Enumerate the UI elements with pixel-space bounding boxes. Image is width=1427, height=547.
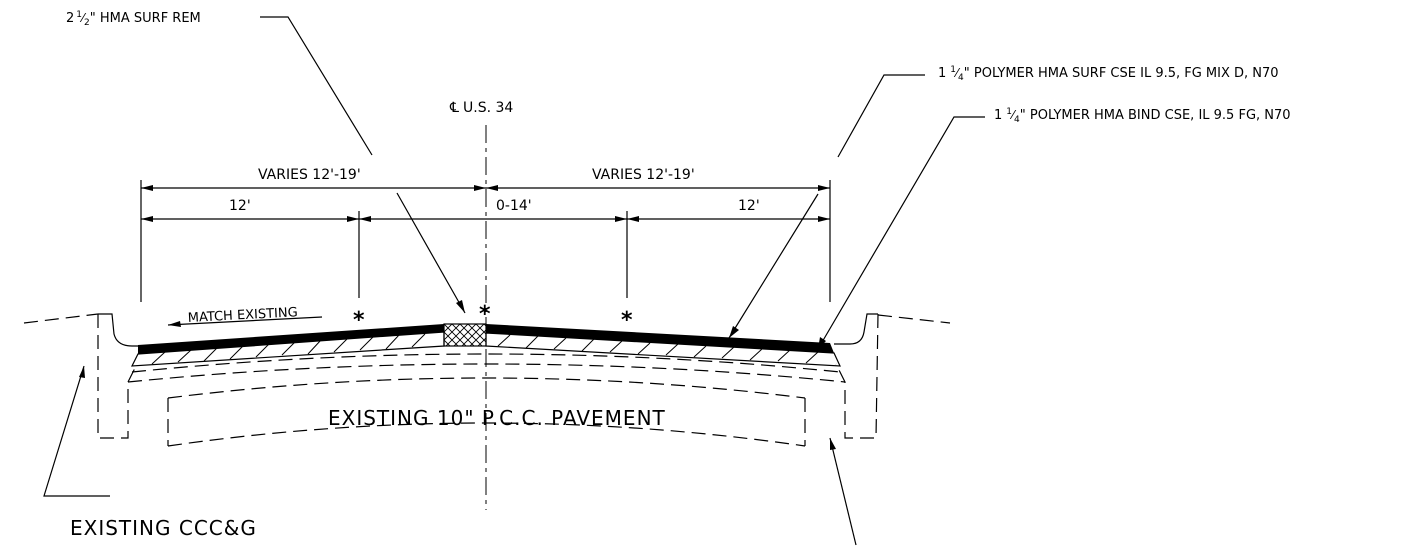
svg-text:11⁄4" POLYMER HMA SURF CSE IL: 11⁄4" POLYMER HMA SURF CSE IL 9.5, FG MI… [938,65,1279,83]
callout-bind-cse-lead: 1 [994,108,1002,123]
dimension-left-lane: 12' [229,198,251,214]
existing-pcc-bottom [167,422,806,447]
asterisk-center: * [479,302,491,327]
asterisk-right: * [621,308,633,333]
dimension-right-lane: 12' [738,198,760,214]
surface-course-right [486,324,834,353]
callout-surf-rem-text: " HMA SURF REM [90,11,201,26]
arrowhead-surf-cse [729,326,739,338]
svg-text:21⁄2" HMA SURF REM: 21⁄2" HMA SURF REM [66,10,201,28]
leader-surf-rem [260,16,466,314]
svg-text:11⁄4" POLYMER HMA BIND CSE, IL: 11⁄4" POLYMER HMA BIND CSE, IL 9.5 FG, N… [994,107,1291,125]
dimensions: VARIES 12'-19' VARIES 12'-19' 12' 0-14' … [140,167,831,302]
leader-bind-cse [817,116,985,350]
existing-ccc-g-label: EXISTING CCC&G [70,516,257,540]
existing-pcc-top [167,377,806,399]
arrowhead [818,185,830,191]
match-existing: MATCH EXISTING [167,305,323,327]
arrowhead [141,216,153,222]
dimension-median: 0-14' [496,198,532,214]
curb-gutter-left-base [97,314,138,439]
callout-surf-rem-frac-num: 1 [76,10,82,20]
arrowhead-surf-rem [456,300,465,313]
centerline-symbol: ℄ [449,100,459,116]
leader-existing-ccc-g-left [43,365,110,497]
arrowhead-match-existing [168,321,181,327]
curb-gutter-left [98,313,138,347]
dimension-right-overall: VARIES 12'-19' [592,167,695,183]
callout-surf-rem-frac-den: 2 [84,18,90,28]
arrowhead-existing-ccc-g-left [79,366,85,378]
svg-text:℄U.S. 34: ℄U.S. 34 [449,100,513,116]
dimension-left-overall: VARIES 12'-19' [258,167,361,183]
existing-pavement-label: EXISTING 10" P.C.C. PAVEMENT [328,406,666,430]
arrowhead [486,185,498,191]
callout-surf-cse-lead: 1 [938,66,946,81]
callout-bind-cse-frac-num: 1 [1006,107,1012,117]
callout-surf-cse-frac-num: 1 [950,65,956,75]
arrowhead [627,216,639,222]
arrowhead [615,216,627,222]
callout-surf-cse-frac-den: 4 [958,73,964,83]
curb-gutter-right-base [835,313,879,439]
asterisks: * * * [353,302,633,333]
callout-surf-cse-text: " POLYMER HMA SURF CSE IL 9.5, FG MIX D,… [964,66,1279,81]
centerline-label: U.S. 34 [463,100,513,116]
surface-course-left [138,324,444,354]
callout-bind-cse-text: " POLYMER HMA BIND CSE, IL 9.5 FG, N70 [1020,108,1291,123]
arrowhead [818,216,830,222]
match-existing-label: MATCH EXISTING [187,305,298,326]
arrowhead [347,216,359,222]
leader-existing-ccc-g-right [829,437,857,546]
curb-gutter-right [834,313,878,345]
leader-surf-cse [728,74,925,339]
existing-ground-left [23,313,99,324]
arrowhead-existing-ccc-g-right [830,438,836,450]
binder-hatch-left [151,333,426,365]
binder-hatch-right [497,334,819,364]
callout-existing-ccc-g: EXISTING CCC&G [43,365,857,546]
pavement-section: EXISTING 10" P.C.C. PAVEMENT [23,313,951,447]
existing-layer-2 [127,363,846,383]
centerline: ℄U.S. 34 [449,100,513,510]
callout-surf-rem-lead: 2 [66,11,74,26]
arrowhead [474,185,486,191]
arrowhead [141,185,153,191]
match-existing-underline [167,316,323,326]
arrowhead [359,216,371,222]
surf-rem-block [443,323,487,347]
existing-ground-right [877,314,951,324]
asterisk-left: * [353,308,365,333]
callout-bind-cse-frac-den: 4 [1014,115,1020,125]
